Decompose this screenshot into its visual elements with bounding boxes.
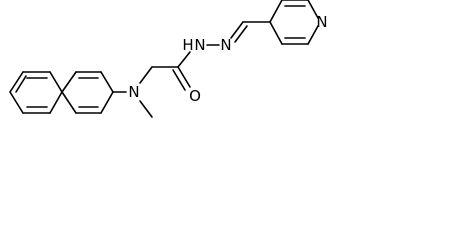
- pyridine-nitrogen-label: N: [316, 13, 327, 31]
- carbonyl-group: O: [151, 51, 201, 105]
- imine-double-bond-a: [230, 21, 244, 39]
- amine-nitrogen-label: N: [128, 83, 139, 101]
- hydrazide-n-label: N: [194, 36, 205, 54]
- chemical-structure-diagram: N O H N N N: [9, 0, 328, 118]
- pyridine-ring: N: [269, 0, 328, 45]
- carbonyl-double-bond-a: [177, 66, 191, 88]
- carbonyl-nh-bond: [177, 51, 191, 68]
- naphthalene-right-ring: [61, 71, 114, 114]
- hydrazide-h-label: H: [182, 36, 193, 54]
- imine-nitrogen-label: N: [220, 36, 231, 54]
- carbonyl-double-bond-b: [172, 69, 186, 91]
- n-ch2-bond: [139, 66, 153, 84]
- imine-double-bond-b: [234, 25, 248, 43]
- hydrazone-group: H N N: [182, 21, 271, 54]
- n-methyl-bond: [139, 100, 153, 118]
- amine-linker: N: [112, 66, 153, 118]
- naphthalene-left-ring: [9, 71, 63, 114]
- carbonyl-oxygen-label: O: [189, 87, 201, 105]
